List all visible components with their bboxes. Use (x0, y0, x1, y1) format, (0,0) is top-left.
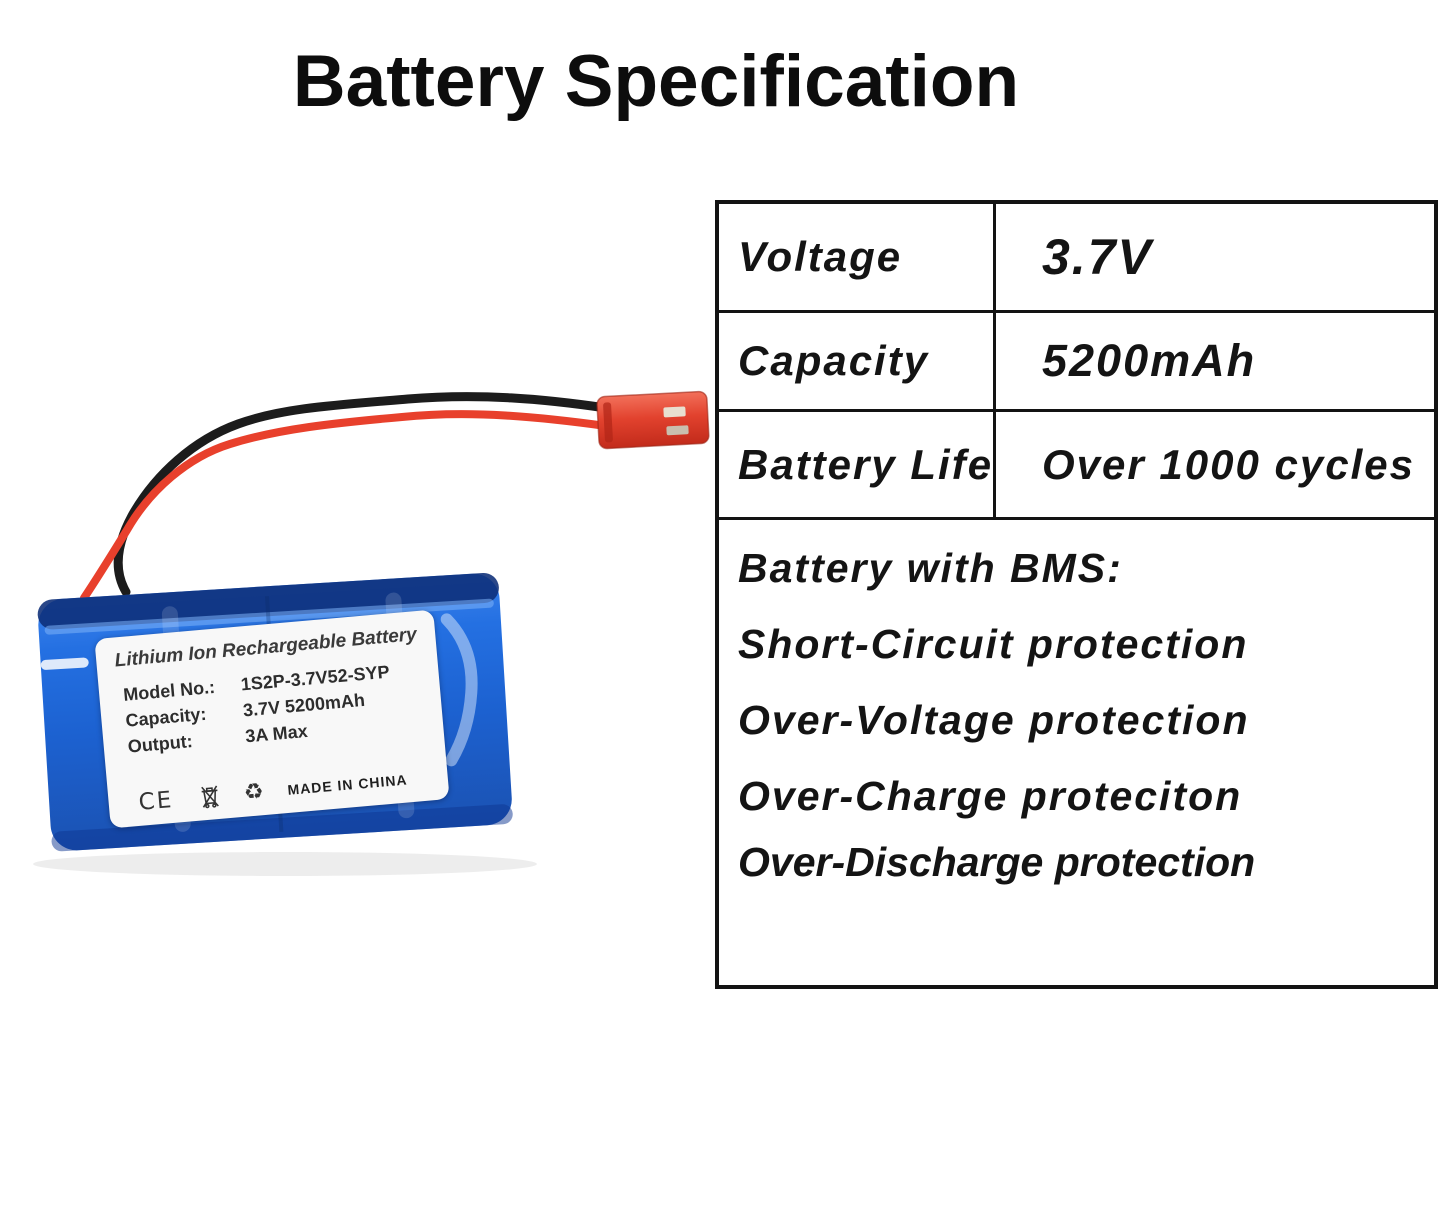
bms-section: Battery with BMS: Short-Circuit protecti… (719, 520, 1434, 980)
ce-mark: CE (137, 786, 175, 816)
spec-label: Voltage (719, 204, 996, 310)
spec-row-battery-life: Battery Life Over 1000 cycles (719, 412, 1434, 520)
recycle-icon: ♻ (242, 779, 265, 806)
wire-red-icon (80, 410, 610, 602)
bms-item: Over-Voltage protection (738, 697, 1250, 743)
origin-text: MADE IN CHINA (286, 770, 409, 798)
bms-item: Over-Charge proteciton (738, 773, 1243, 819)
bms-item: Over-Discharge protection (738, 839, 1256, 885)
bms-item: Short-Circuit protection (738, 621, 1249, 667)
battery-label: Lithium Ion Rechargeable Battery Model N… (94, 609, 450, 829)
spec-row-voltage: Voltage 3.7V (719, 204, 1434, 313)
wire-black-icon (113, 392, 611, 597)
bms-heading: Battery with BMS: (738, 545, 1123, 591)
spec-label: Capacity (719, 313, 996, 409)
battery-label-rows: Model No.: 1S2P-3.7V52-SYP Capacity: 3.7… (122, 654, 444, 759)
spec-value: 5200mAh (1042, 335, 1257, 386)
spec-label: Battery Life (719, 412, 996, 517)
pack-shadow (33, 852, 537, 876)
weee-bin-icon (200, 785, 219, 809)
spec-value: Over 1000 cycles (1042, 440, 1415, 488)
spec-row-capacity: Capacity 5200mAh (719, 313, 1434, 412)
spec-table: Voltage 3.7V Capacity 5200mAh Battery Li… (715, 200, 1438, 989)
spec-value: 3.7V (1042, 229, 1153, 285)
label-value: 3A Max (244, 720, 309, 747)
certification-row: CE ♻ MADE IN CHINA (138, 762, 443, 815)
page-title: Battery Specification (292, 41, 1020, 122)
jst-connector (596, 390, 710, 450)
